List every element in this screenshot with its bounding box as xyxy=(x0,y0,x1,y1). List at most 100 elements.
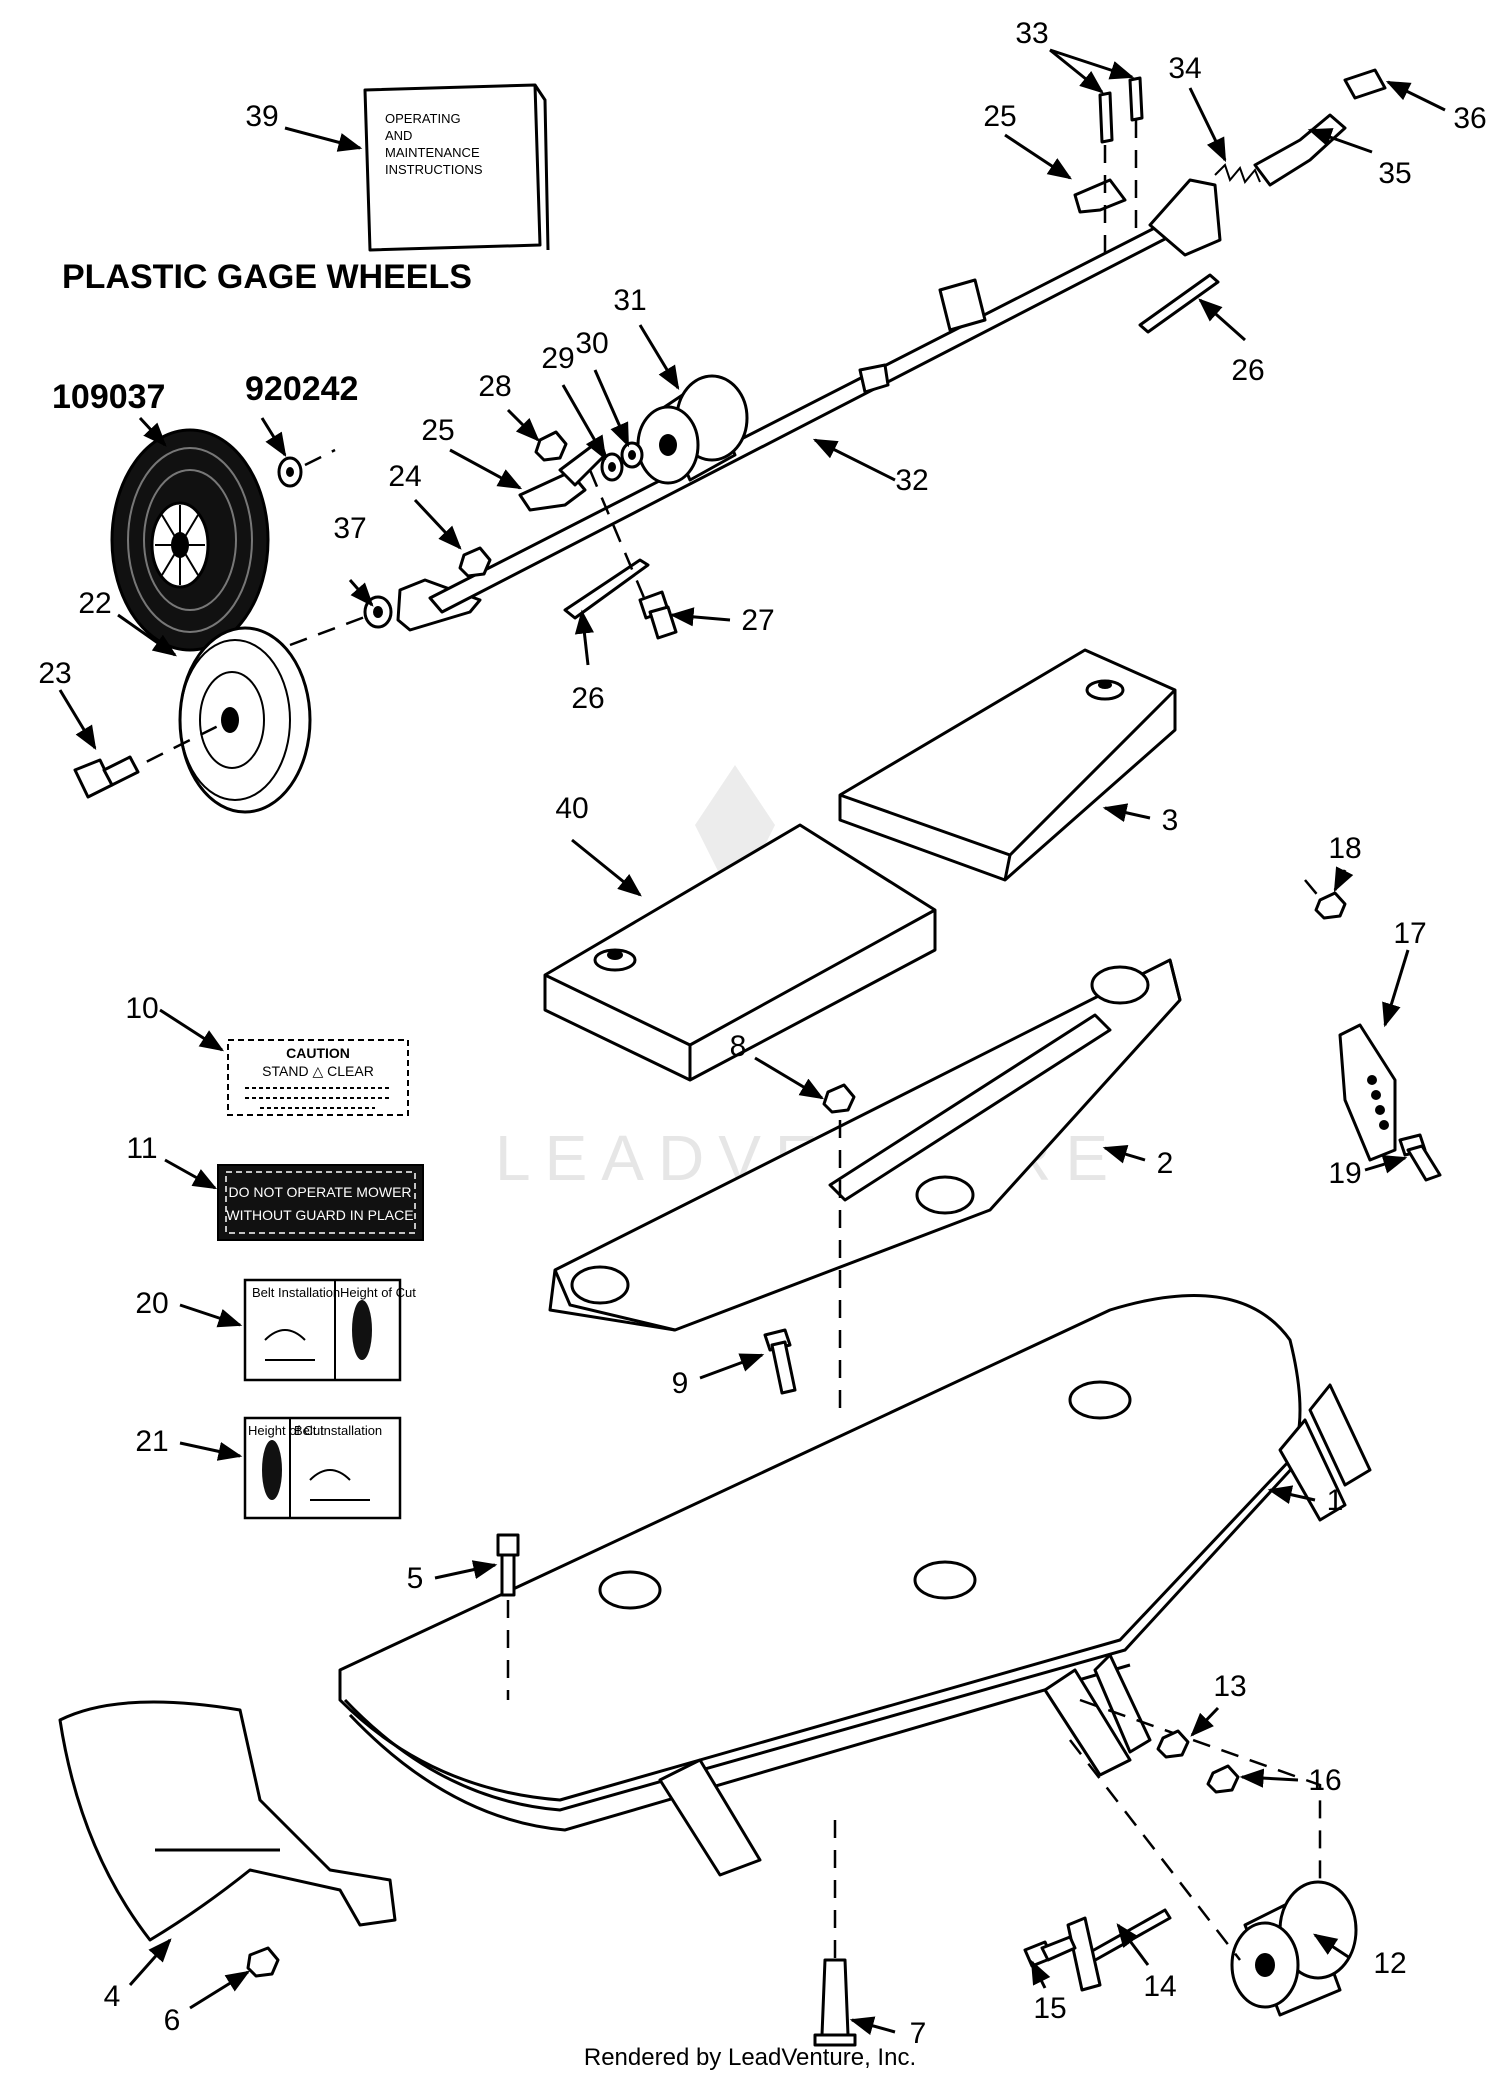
operator-manual: OPERATING AND MAINTENANCE INSTRUCTIONS xyxy=(363,83,550,252)
rear-roller-12 xyxy=(1230,1880,1358,2017)
caution-decal-10: CAUTION STAND △ CLEAR xyxy=(227,1039,409,1116)
shim-26-lower xyxy=(563,558,650,620)
callout-5: 5 xyxy=(407,1562,424,1595)
shim-26-upper xyxy=(1138,273,1220,334)
callout-1: 1 xyxy=(1327,1484,1344,1517)
belt-cover-40 xyxy=(543,823,937,1082)
callout-40: 40 xyxy=(555,792,588,825)
callout-4: 4 xyxy=(104,1980,121,2013)
caution-subtitle: STAND △ CLEAR xyxy=(262,1063,374,1079)
callout-27: 27 xyxy=(741,604,774,637)
nut-18 xyxy=(1314,891,1347,920)
bolt-19 xyxy=(1398,1133,1442,1182)
callout-29: 29 xyxy=(541,342,574,375)
warning-line-2: WITHOUT GUARD IN PLACE xyxy=(226,1207,413,1223)
callout-8: 8 xyxy=(730,1030,747,1063)
callout-labels: 1 2 3 4 5 6 7 8 9 10 11 12 13 14 15 16 1… xyxy=(38,17,1486,2050)
height-adjuster-17 xyxy=(1338,1023,1397,1162)
callout-35: 35 xyxy=(1378,157,1411,190)
bushing-29 xyxy=(600,452,624,482)
clip-25-upper xyxy=(1073,178,1127,214)
callout-28: 28 xyxy=(478,370,511,403)
caution-title: CAUTION xyxy=(286,1045,350,1061)
nut-28 xyxy=(534,430,568,462)
mower-deck-1 xyxy=(338,1294,1302,1832)
gage-wheel-bar xyxy=(396,178,1222,632)
nut-13 xyxy=(1156,1729,1190,1759)
deck-bolt-5 xyxy=(496,1533,520,1597)
callout-31: 31 xyxy=(613,284,646,317)
callout-16: 16 xyxy=(1308,1764,1341,1797)
callout-22: 22 xyxy=(78,587,111,620)
washer-920242 xyxy=(277,456,303,488)
nut-24 xyxy=(458,546,492,578)
callout-23: 23 xyxy=(38,657,71,690)
roller-31 xyxy=(636,374,749,485)
decal-21-belt-label: Belt Installation xyxy=(294,1423,382,1438)
grip-36 xyxy=(1343,68,1387,100)
decal-20-height-label: Height of Cut xyxy=(340,1285,416,1300)
callout-25-lower: 25 xyxy=(421,414,454,447)
callout-25-upper: 25 xyxy=(983,100,1016,133)
warning-line-1: DO NOT OPERATE MOWER xyxy=(228,1184,411,1200)
callout-26-lower: 26 xyxy=(571,682,604,715)
part-number-wheel: 109037 xyxy=(52,378,165,416)
callout-36: 36 xyxy=(1453,102,1486,135)
wheel-bolt xyxy=(73,755,140,799)
callout-7: 7 xyxy=(910,2017,927,2050)
manual-line-2: AND xyxy=(385,128,412,143)
callout-14: 14 xyxy=(1143,1970,1176,2003)
callout-32: 32 xyxy=(895,464,928,497)
bolt-27 xyxy=(638,590,678,640)
callout-21: 21 xyxy=(135,1425,168,1458)
callout-3: 3 xyxy=(1162,804,1179,837)
callout-18: 18 xyxy=(1328,832,1361,865)
callout-10: 10 xyxy=(125,992,158,1025)
spring-34 xyxy=(1214,163,1261,184)
callout-6: 6 xyxy=(164,2004,181,2037)
callout-9: 9 xyxy=(672,1367,689,1400)
callout-19: 19 xyxy=(1328,1157,1361,1190)
wheel-axis-line xyxy=(119,723,221,777)
gage-wheel xyxy=(178,626,312,814)
nut-6 xyxy=(246,1946,280,1978)
plastic-gage-wheel xyxy=(110,428,270,652)
callout-12: 12 xyxy=(1373,1947,1406,1980)
decal-21-height-label: Height of Cut xyxy=(248,1423,324,1438)
callout-26-upper: 26 xyxy=(1231,354,1264,387)
bolt-9 xyxy=(763,1328,797,1395)
bolt-15 xyxy=(1023,1935,1077,1968)
leader-lines xyxy=(58,48,1446,2036)
pins-33 xyxy=(1098,76,1144,144)
callout-30: 30 xyxy=(575,327,608,360)
section-title: PLASTIC GAGE WHEELS xyxy=(62,258,472,296)
warning-decal-11: DO NOT OPERATE MOWER WITHOUT GUARD IN PL… xyxy=(217,1164,424,1241)
washer-30 xyxy=(620,441,644,469)
callout-17: 17 xyxy=(1393,917,1426,950)
callout-33: 33 xyxy=(1015,17,1048,50)
discharge-guard-4 xyxy=(58,1700,397,1942)
manual-line-1: OPERATING xyxy=(385,111,461,126)
callout-20: 20 xyxy=(135,1287,168,1320)
part-number-washer: 920242 xyxy=(245,370,358,408)
footer-credit: Rendered by LeadVenture, Inc. xyxy=(584,2044,916,2071)
callout-34: 34 xyxy=(1168,52,1201,85)
nut-8 xyxy=(822,1083,856,1114)
callout-24: 24 xyxy=(388,460,421,493)
nut-16 xyxy=(1206,1764,1240,1794)
callout-15: 15 xyxy=(1033,1992,1066,2025)
callout-13: 13 xyxy=(1213,1670,1246,1703)
decal-20-belt-label: Belt Installation xyxy=(252,1285,340,1300)
bolt-7 xyxy=(813,1958,857,2047)
callout-37: 37 xyxy=(333,512,366,545)
callout-39: 39 xyxy=(245,100,278,133)
handle-35 xyxy=(1253,113,1347,187)
callout-11: 11 xyxy=(126,1132,157,1165)
manual-line-4: INSTRUCTIONS xyxy=(385,162,483,177)
belt-decal-20: Belt Installation Height of Cut xyxy=(243,1278,416,1382)
belt-cover-3 xyxy=(838,648,1177,882)
manual-line-3: MAINTENANCE xyxy=(385,145,480,160)
height-decal-21: Belt Installation Height of Cut xyxy=(243,1416,402,1520)
callout-2: 2 xyxy=(1157,1147,1174,1180)
